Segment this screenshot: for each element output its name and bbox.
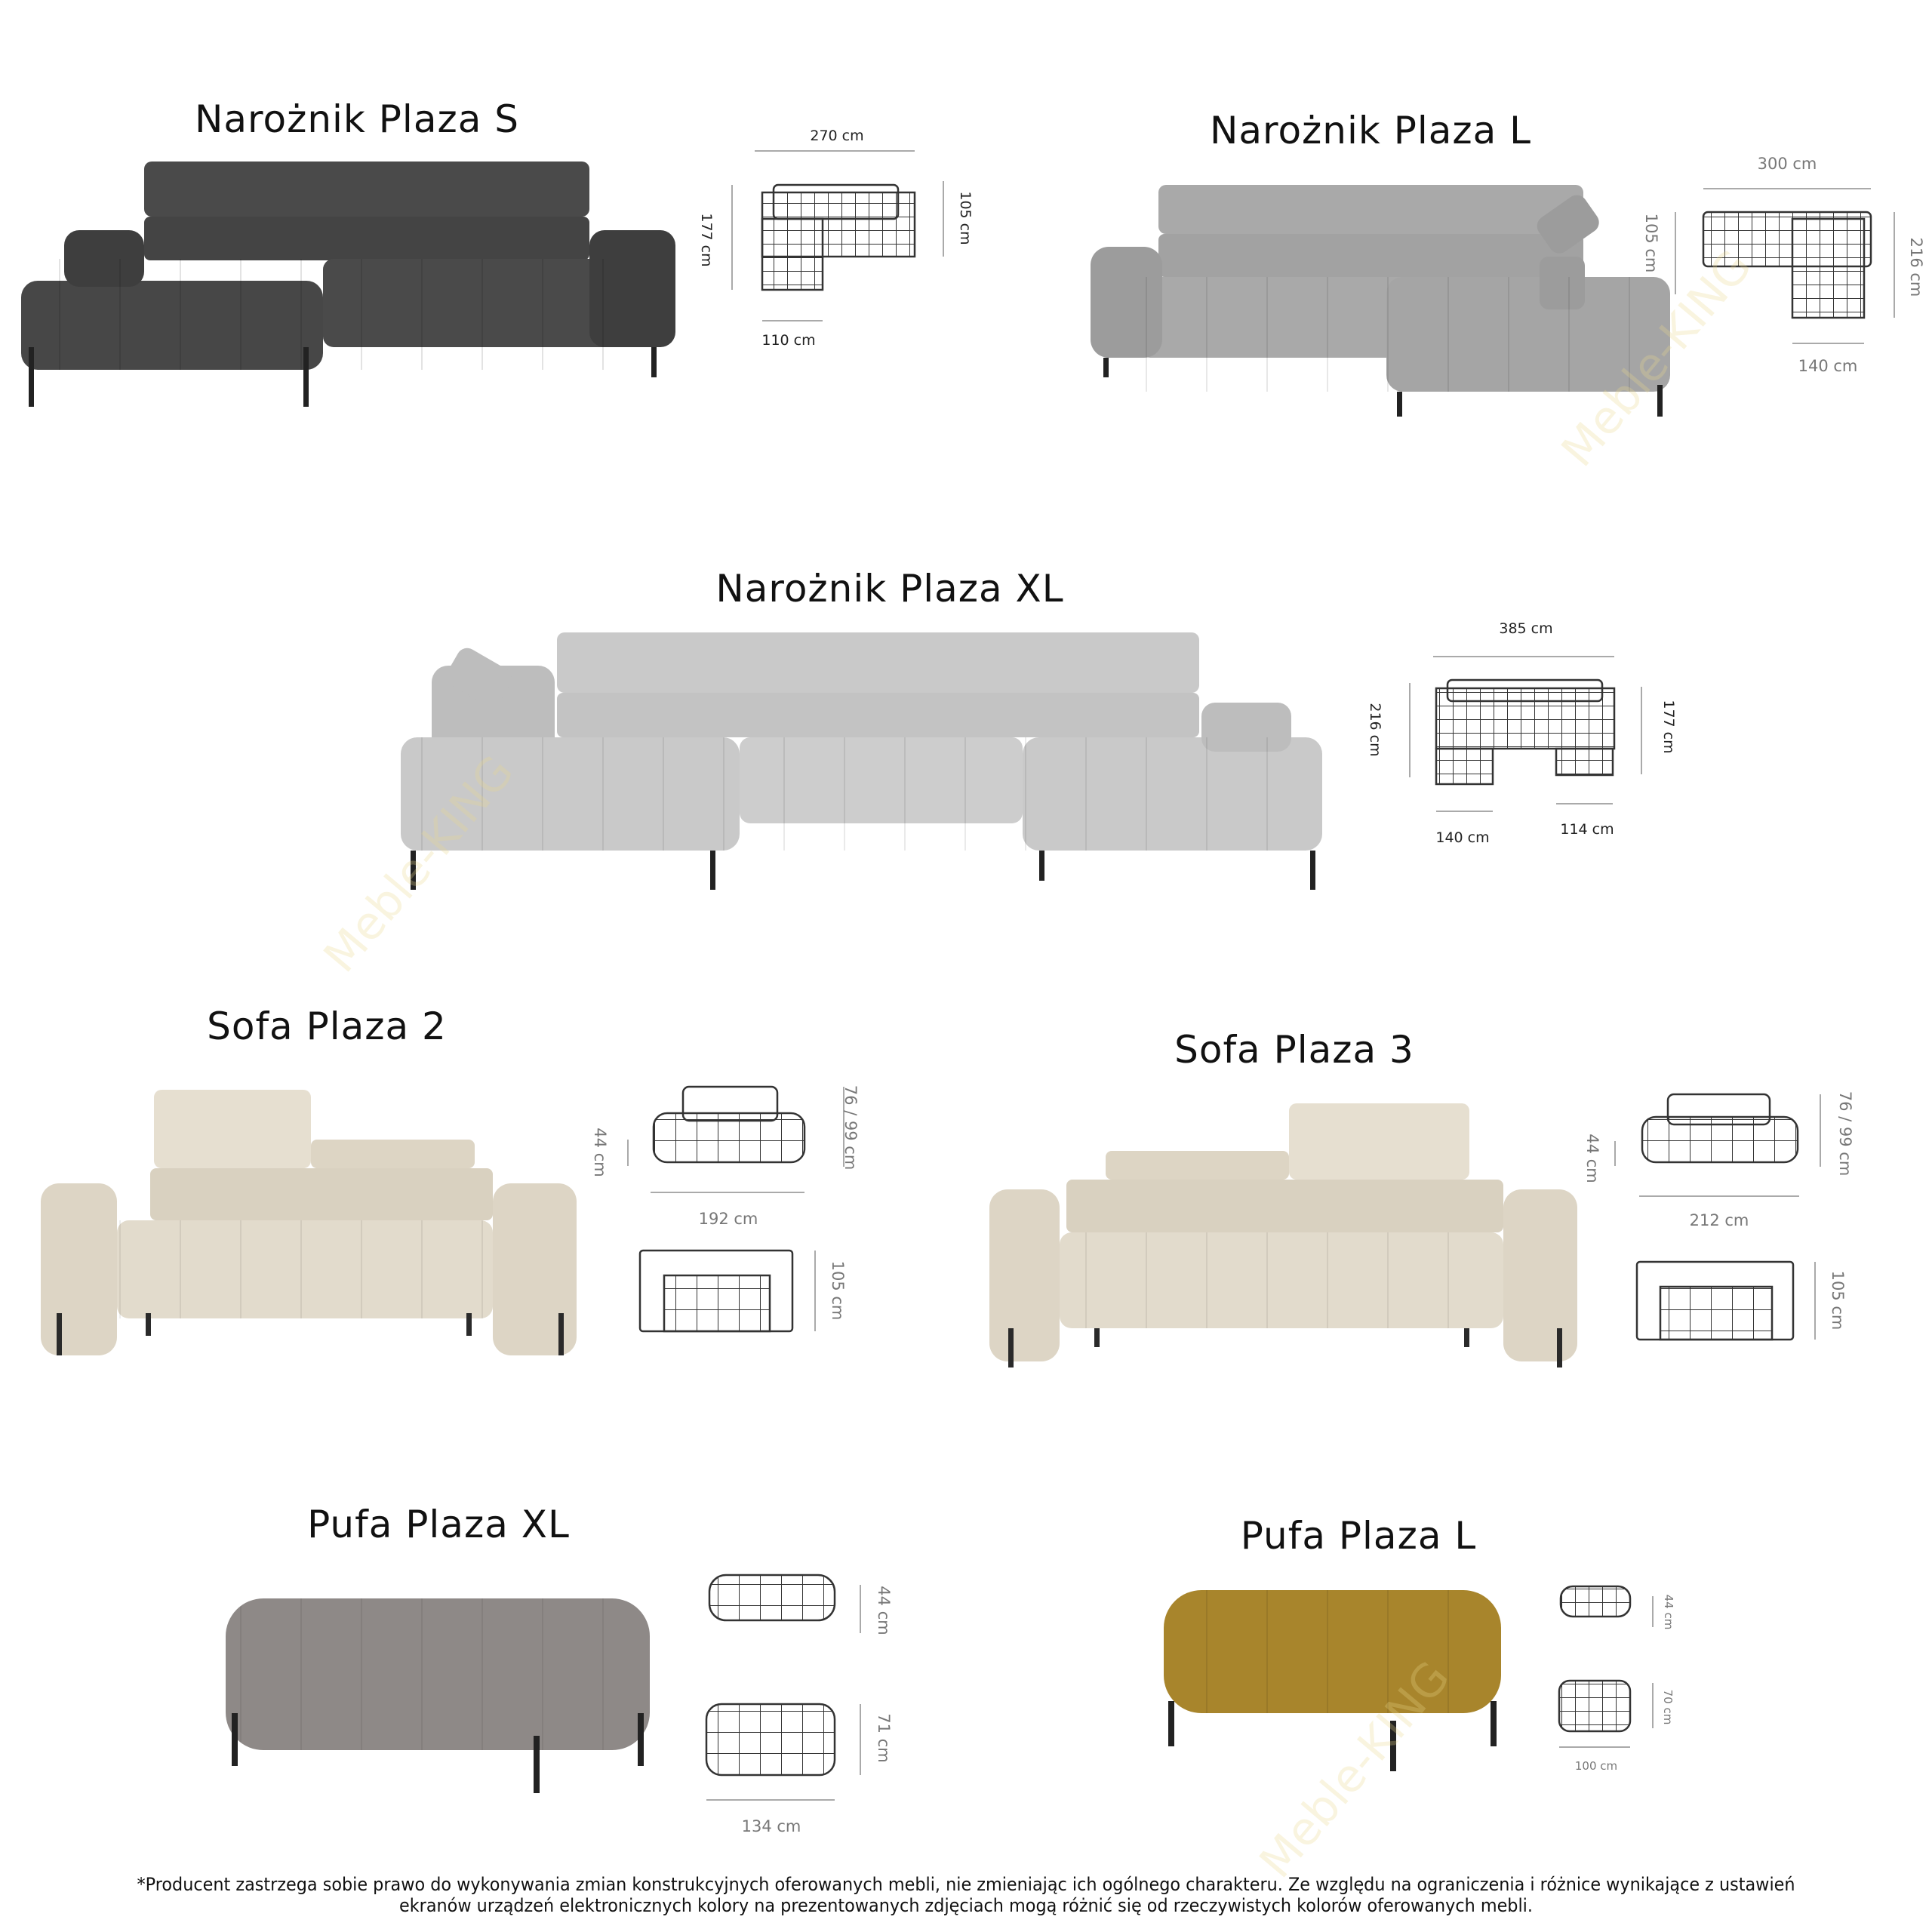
title-pufa-plaza-l: Pufa Plaza L — [1240, 1514, 1477, 1558]
sofa-2-diagram — [627, 1085, 844, 1333]
dim-seat-height: 44 cm — [1583, 1134, 1601, 1183]
dim-chaise-width: 140 cm — [1435, 829, 1490, 846]
dim-depth: 177 cm — [1660, 700, 1677, 754]
dim-depth: 105 cm — [957, 191, 974, 245]
dim-height: 44 cm — [875, 1586, 893, 1635]
dim-seat-height: 44 cm — [591, 1128, 609, 1177]
corner-sofa-l-image — [1091, 185, 1670, 417]
dim-chaise-width: 114 cm — [1560, 821, 1614, 838]
dim-width: 134 cm — [741, 1817, 801, 1835]
dim-depth: 177 cm — [698, 213, 715, 267]
dim-depth: 70 cm — [1661, 1689, 1675, 1725]
sofa-2-image — [41, 1090, 577, 1355]
corner-sofa-s-diagram — [731, 150, 944, 321]
corner-sofa-xl-diagram — [1409, 656, 1642, 812]
sofa-3-image — [989, 1103, 1577, 1367]
dim-width: 100 cm — [1574, 1759, 1618, 1773]
title-naroznik-plaza-xl: Narożnik Plaza XL — [715, 567, 1064, 611]
dim-width: 212 cm — [1689, 1211, 1749, 1229]
dim-depth: 105 cm — [1642, 213, 1660, 273]
dim-depth: 105 cm — [1829, 1270, 1847, 1331]
dim-width: 270 cm — [810, 128, 864, 144]
corner-sofa-l-diagram — [1675, 188, 1895, 344]
dim-depth: 71 cm — [875, 1713, 893, 1763]
dim-height: 44 cm — [1662, 1594, 1675, 1630]
dim-depth: 216 cm — [1907, 237, 1925, 297]
dim-height: 76 / 99 cm — [841, 1084, 860, 1171]
disclaimer-line-1: *Producent zastrzega sobie prawo do wyko… — [137, 1874, 1795, 1895]
dim-chaise-width: 110 cm — [761, 332, 816, 349]
disclaimer-line-2: ekranów urządzeń elektronicznych kolory … — [399, 1895, 1533, 1916]
title-sofa-plaza-3: Sofa Plaza 3 — [1174, 1028, 1414, 1072]
corner-sofa-s-image — [21, 162, 675, 407]
corner-sofa-xl-image — [401, 632, 1322, 890]
title-naroznik-plaza-l: Narożnik Plaza L — [1209, 109, 1532, 152]
sofa-3-diagram — [1614, 1093, 1821, 1341]
title-naroznik-plaza-s: Narożnik Plaza S — [195, 97, 519, 141]
dim-chaise-width: 140 cm — [1798, 357, 1858, 375]
dim-depth: 216 cm — [1367, 703, 1383, 757]
pouf-xl-diagram — [705, 1574, 861, 1801]
dim-width: 385 cm — [1499, 620, 1553, 637]
dim-depth: 105 cm — [829, 1260, 847, 1321]
pouf-l-diagram — [1558, 1585, 1654, 1748]
pouf-xl-image — [226, 1598, 650, 1793]
title-sofa-plaza-2: Sofa Plaza 2 — [207, 1004, 447, 1048]
dim-height: 76 / 99 cm — [1836, 1091, 1854, 1177]
title-pufa-plaza-xl: Pufa Plaza XL — [307, 1503, 570, 1546]
dim-width: 192 cm — [698, 1210, 758, 1228]
dim-width: 300 cm — [1757, 155, 1817, 173]
pouf-l-image — [1164, 1590, 1501, 1771]
